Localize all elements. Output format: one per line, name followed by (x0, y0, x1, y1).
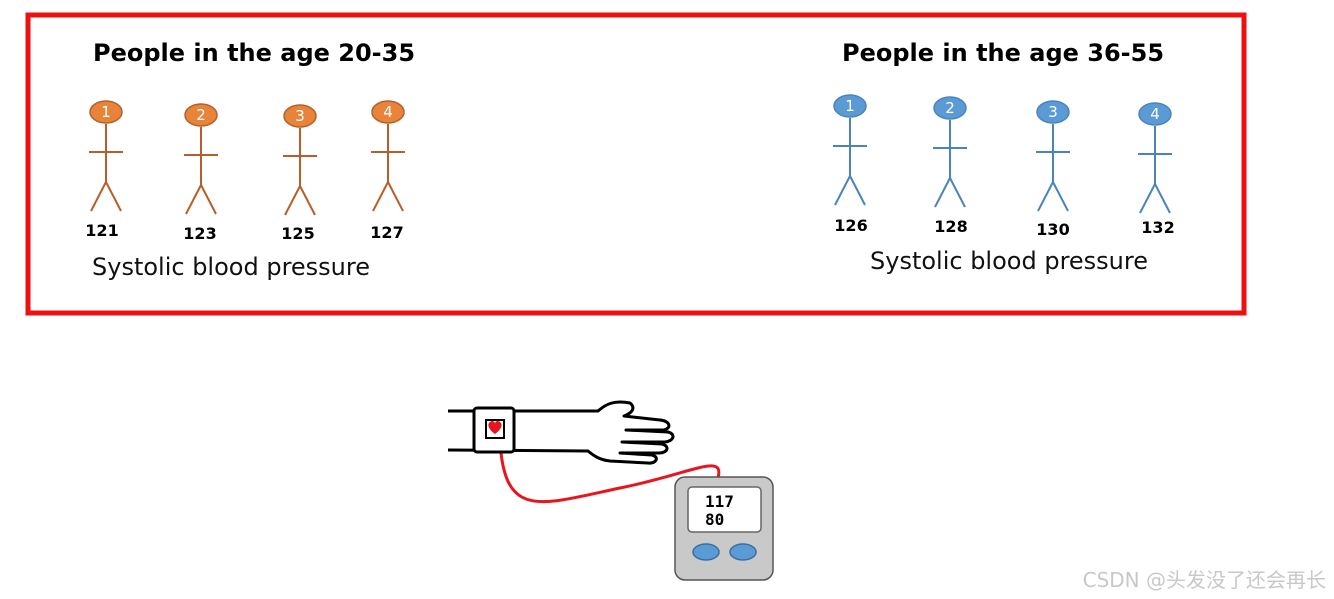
stick-figure: 1 126 (833, 94, 868, 235)
stick-figure: 1 121 (85, 100, 123, 240)
bp-value: 132 (1141, 218, 1174, 237)
heart-icon (488, 420, 502, 434)
person-number: 2 (945, 99, 955, 117)
bp-value: 128 (934, 217, 967, 236)
person-number: 4 (1150, 105, 1160, 123)
group-title: People in the age 36-55 (842, 39, 1164, 67)
stick-figure: 2 123 (183, 103, 218, 243)
group-caption: Systolic blood pressure (92, 253, 370, 281)
group-age-20-35: People in the age 20-35 1 121 2 123 3 (85, 39, 415, 281)
bp-value: 126 (834, 216, 867, 235)
bp-value: 125 (281, 224, 314, 243)
highlight-frame (25, 12, 1247, 316)
bp-value: 121 (85, 221, 118, 240)
person-number: 3 (295, 107, 305, 125)
monitor-button-right (729, 543, 757, 561)
person-number: 1 (101, 103, 111, 121)
stick-figure: 2 128 (933, 96, 968, 236)
bp-monitor: 117 80 (674, 476, 774, 581)
stick-figure: 4 132 (1138, 102, 1175, 237)
person-number: 3 (1048, 103, 1058, 121)
person-number: 2 (196, 106, 206, 124)
group-age-36-55: People in the age 36-55 1 126 2 128 3 (833, 39, 1175, 275)
watermark: CSDN @头发没了还会再长 (1082, 568, 1326, 592)
group-title: People in the age 20-35 (93, 39, 415, 67)
systolic-reading: 117 (705, 492, 734, 511)
group-caption: Systolic blood pressure (870, 247, 1148, 275)
person-number: 4 (383, 103, 393, 121)
stick-figure: 4 127 (370, 100, 405, 242)
bp-value: 127 (370, 223, 403, 242)
monitor-display (687, 486, 762, 533)
diastolic-reading: 80 (705, 510, 724, 529)
bp-value: 130 (1036, 220, 1069, 239)
arm-illustration (447, 400, 675, 465)
monitor-button-left (692, 543, 720, 561)
stick-figure: 3 125 (281, 104, 317, 243)
person-number: 1 (845, 97, 855, 115)
bp-value: 123 (183, 224, 216, 243)
cuff-cable (498, 441, 721, 504)
stick-figure: 3 130 (1036, 100, 1070, 239)
